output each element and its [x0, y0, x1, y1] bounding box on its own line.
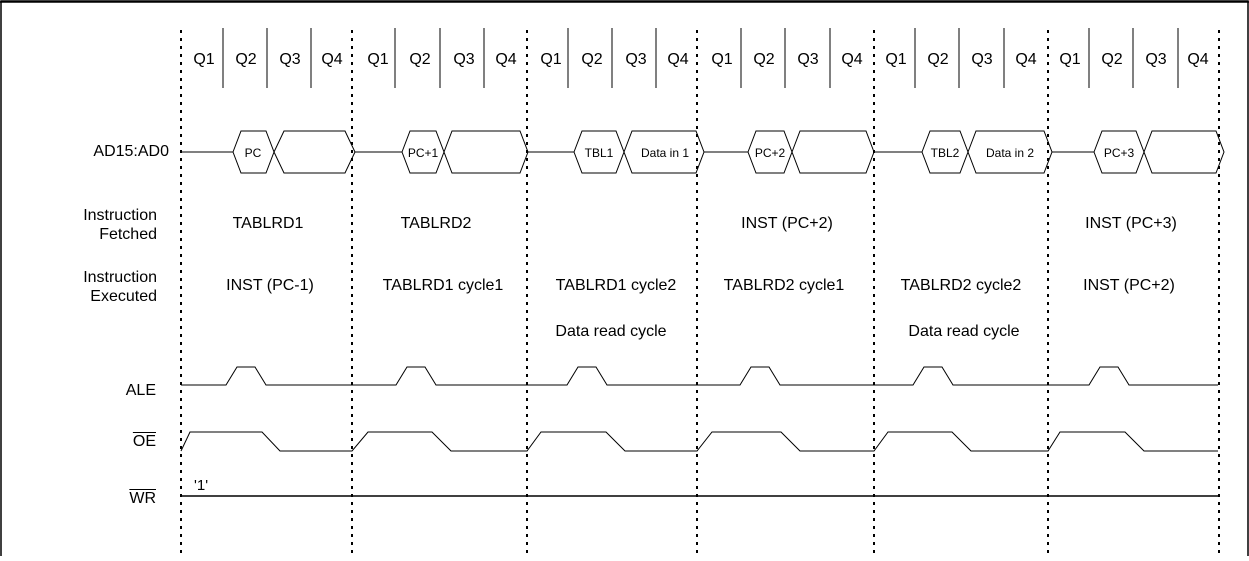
signal-label-oe: OE: [132, 433, 156, 450]
fetched-instruction: INST (PC+2): [741, 215, 833, 232]
phase-label: Q2: [581, 51, 602, 68]
phase-labels: Q1 Q2 Q3 Q4 Q1 Q2 Q3 Q4 Q1 Q2 Q3 Q4 Q1 Q…: [193, 51, 1208, 68]
fetched-instruction: TABLRD2: [400, 215, 472, 232]
phase-label: Q3: [1145, 51, 1166, 68]
phase-label: Q3: [279, 51, 300, 68]
phase-label: Q3: [971, 51, 992, 68]
ad-bus-values: PC PC+1 TBL1 Data in 1 PC+2 TBL2 Data in…: [245, 146, 1135, 160]
phase-label: Q2: [927, 51, 948, 68]
phase-label: Q2: [235, 51, 256, 68]
ale-waveform: [181, 366, 1218, 386]
phase-label: Q4: [841, 51, 862, 68]
phase-label: Q4: [667, 51, 688, 68]
signal-label-wr: WR: [129, 490, 156, 507]
signal-label-instruction-fetched: Instruction Fetched: [83, 207, 157, 243]
signal-label-instruction-executed: Instruction Executed: [83, 269, 157, 305]
cycle-boundaries: [180, 30, 1220, 556]
phase-label: Q2: [409, 51, 430, 68]
bus-value: PC+2: [755, 146, 786, 160]
phase-label: Q1: [540, 51, 561, 68]
phase-label: Q4: [495, 51, 516, 68]
phase-label: Q2: [1101, 51, 1122, 68]
ad-bus-waveform: [181, 130, 1225, 174]
bus-value: PC: [245, 146, 262, 160]
bus-value: TBL2: [931, 146, 960, 160]
executed-instruction: INST (PC-1): [226, 277, 314, 294]
executed-instruction: TABLRD2 cycle2: [900, 277, 1022, 294]
phase-label: Q3: [625, 51, 646, 68]
phase-label: Q1: [1059, 51, 1080, 68]
bus-value: PC+1: [408, 146, 439, 160]
bus-value: Data in 1: [641, 146, 689, 160]
phase-label: Q1: [711, 51, 732, 68]
executed-instruction: INST (PC+2): [1083, 277, 1175, 294]
data-read-note: Data read cycle: [555, 323, 667, 340]
signal-label-ale: ALE: [125, 382, 156, 399]
phase-label: Q4: [1015, 51, 1036, 68]
phase-separators: [222, 28, 1179, 88]
phase-label: Q1: [885, 51, 906, 68]
phase-label: Q1: [193, 51, 214, 68]
phase-label: Q2: [753, 51, 774, 68]
executed-instruction: TABLRD1 cycle1: [382, 277, 504, 294]
executed-instruction: TABLRD2 cycle1: [723, 277, 845, 294]
data-read-note: Data read cycle: [908, 323, 1020, 340]
signal-label-ad-bus: AD15:AD0: [93, 143, 169, 160]
executed-instruction: TABLRD1 cycle2: [555, 277, 677, 294]
fetched-instruction: INST (PC+3): [1085, 215, 1177, 232]
bus-value: Data in 2: [986, 146, 1034, 160]
phase-label: Q4: [321, 51, 342, 68]
phase-label: Q3: [453, 51, 474, 68]
bus-value: PC+3: [1104, 146, 1135, 160]
phase-label: Q1: [367, 51, 388, 68]
fetched-instruction: TABLRD1: [232, 215, 304, 232]
wr-level-note: '1': [194, 477, 209, 494]
phase-label: Q4: [1187, 51, 1208, 68]
oe-waveform: [180, 431, 1218, 452]
bus-value: TBL1: [585, 146, 614, 160]
phase-label: Q3: [797, 51, 818, 68]
